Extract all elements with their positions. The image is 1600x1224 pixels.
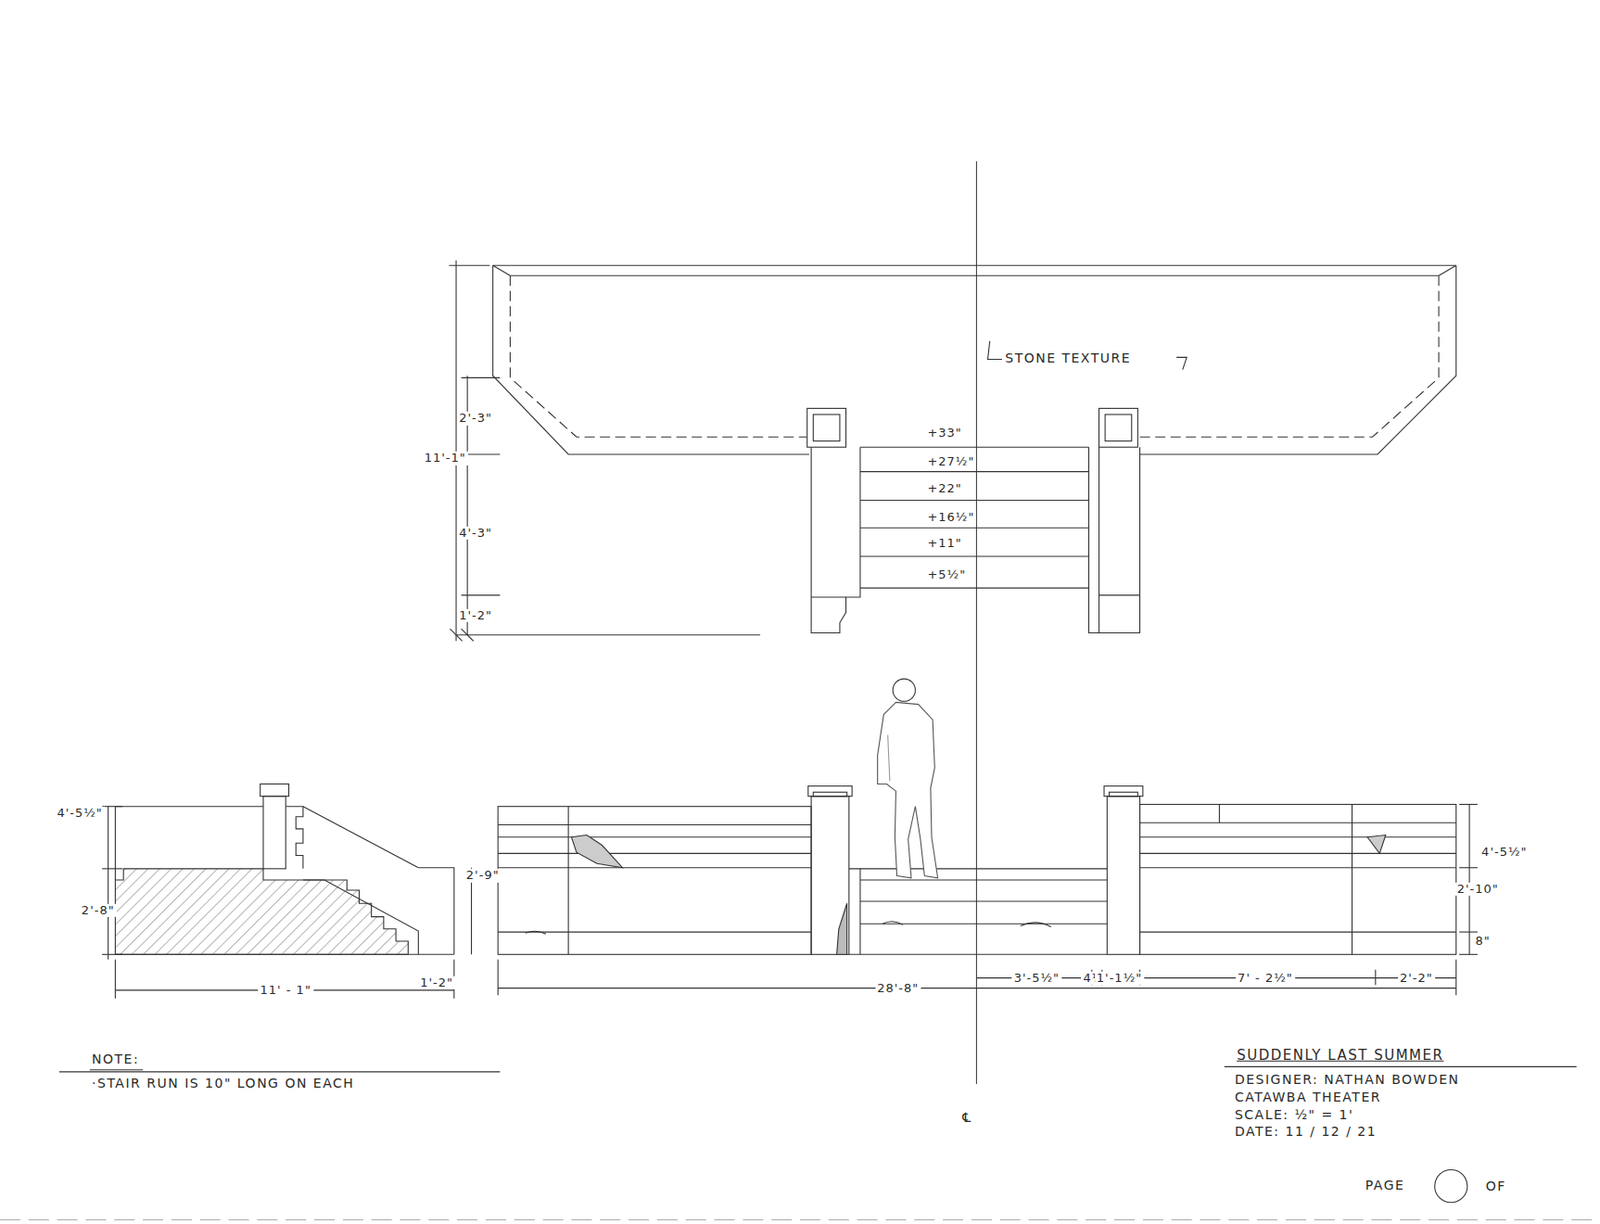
dimension-label: OF [1485,1179,1507,1194]
dimension-label: 2'-8" [79,903,117,917]
dimension-label: +5½" [925,568,968,582]
dimension-label: DATE: 11 / 12 / 21 [1234,1124,1377,1139]
dimension-label: 2'-9" [464,868,502,882]
dimension-label: NOTE: [91,1052,140,1067]
dimension-label: PAGE [1365,1178,1406,1193]
dimension-label: CATAWBA THEATER [1234,1091,1382,1105]
dimension-label: 3'-5½" [1012,970,1062,984]
dimension-label: 2'-10" [1455,882,1501,896]
dimension-label: 4'-5½" [54,806,104,820]
dimension-label: DESIGNER: NATHAN BOWDEN [1234,1072,1461,1087]
dimension-label: +11" [925,535,964,549]
dimension-label: STONE TEXTURE [1004,352,1131,367]
drawing-title: SUDDENLY LAST SUMMER [1236,1047,1444,1064]
dimension-label: 4'-5½" [1479,845,1529,859]
dimension-label: 8" [1473,934,1493,948]
dimension-label: +33" [925,426,964,440]
dimension-label: +16½" [925,510,977,524]
dimension-label: SCALE: ½" = 1' [1234,1107,1354,1122]
dimension-label: 1'-2" [418,976,456,990]
dimension-label: 2'-3" [457,411,495,425]
dimension-label: 11'-1" [422,451,469,465]
dimension-label: 28'-8" [875,980,921,994]
dimension-label: 1'-1½" [1094,970,1144,984]
dimension-label: +22" [925,482,964,496]
dimension-label: 7' - 2½" [1235,970,1296,984]
dimension-label: 1'-2" [457,609,495,623]
dimension-label: ℄ [962,1111,973,1126]
dimension-label: 11' - 1" [258,983,314,997]
dimension-label: 4'-3" [457,525,495,539]
dimension-label: ·STAIR RUN IS 10" LONG ON EACH [91,1076,355,1091]
dimension-label: 2'-2" [1397,970,1435,984]
dimension-label: +27½" [925,454,977,468]
